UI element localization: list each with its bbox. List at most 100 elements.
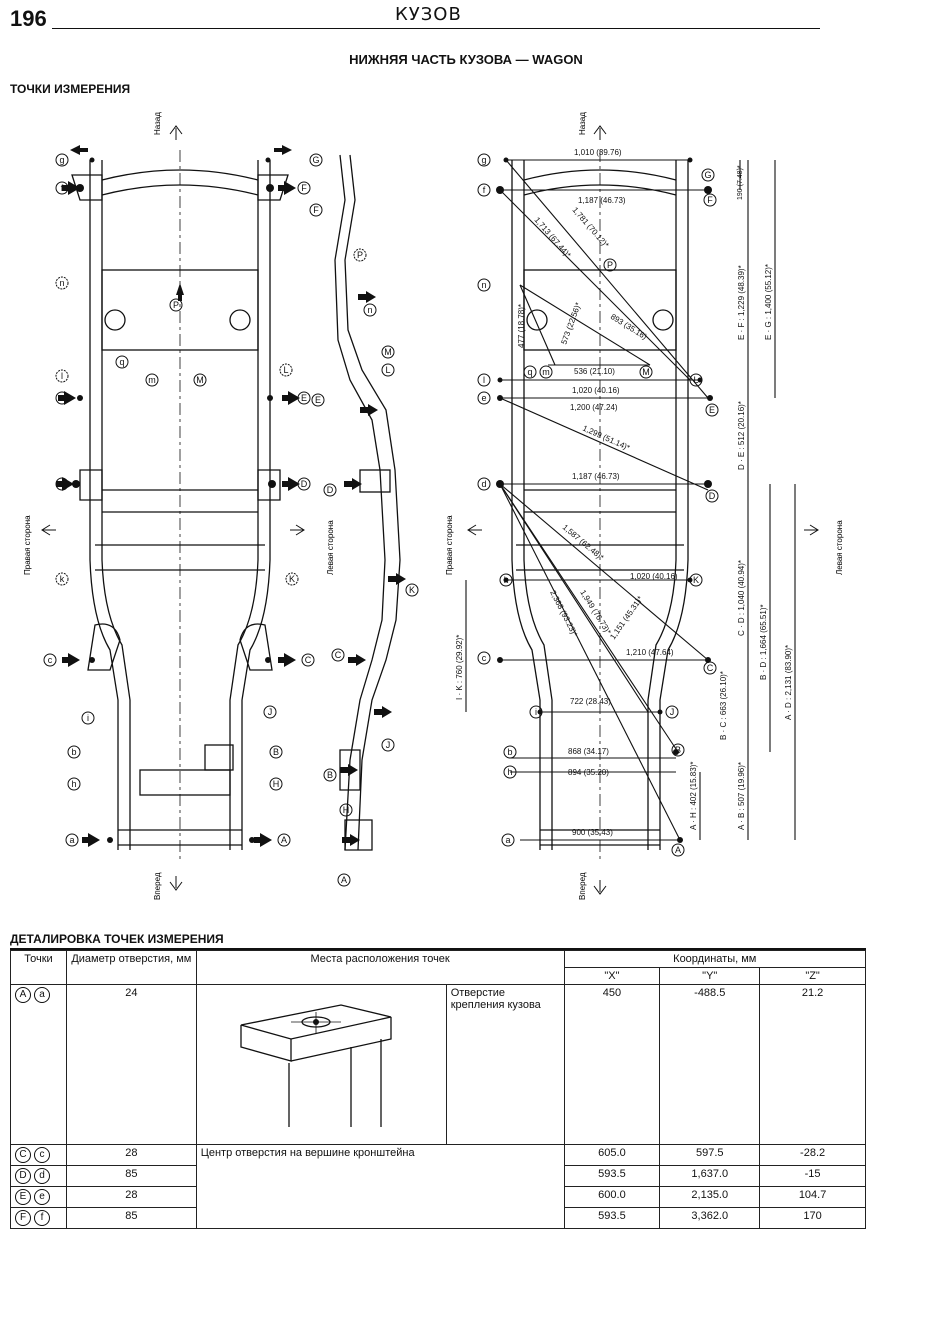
col-header-locations: Места расположения точек (195, 950, 565, 985)
svg-text:c: c (482, 653, 487, 663)
dim-label: D · E : 512 (20.16)* (737, 401, 746, 470)
point-badge: F (15, 1210, 31, 1226)
point-badge: c (34, 1147, 50, 1163)
frame-side-arrows (340, 291, 406, 846)
svg-text:P: P (607, 260, 613, 270)
y-cell: 1,637.0 (659, 1165, 761, 1187)
col-header-coordinates: Координаты, мм (563, 950, 867, 968)
y-cell: -488.5 (659, 984, 761, 1145)
dim-label: 1,010 (39.76) (574, 148, 622, 157)
svg-text:D: D (301, 479, 308, 489)
dim-label: 1,587 (62.48)* (561, 523, 606, 562)
dim-label: 894 (35.20) (568, 768, 609, 777)
svg-text:e: e (481, 393, 486, 403)
svg-text:f: f (483, 185, 486, 195)
svg-text:h: h (507, 767, 512, 777)
dim-label: A · B : 507 (19.96)* (737, 762, 746, 830)
dim-label: E · F : 1,229 (48.39)* (737, 265, 746, 340)
svg-text:J: J (386, 740, 391, 750)
svg-text:D: D (327, 485, 334, 495)
col-header-diameter: Диаметр отверстия, мм (65, 950, 197, 985)
z-cell: 104.7 (759, 1186, 866, 1208)
svg-text:g: g (59, 155, 64, 165)
frame-side-point-labels: G F P n M L E D K C J B H A (309, 153, 419, 887)
col-header-x: "X" (563, 967, 661, 985)
x-cell: 600.0 (563, 1186, 661, 1208)
point-badge: e (34, 1189, 50, 1205)
svg-text:K: K (409, 585, 415, 595)
svg-text:D: D (709, 491, 716, 501)
dim-label: 1,151 (45.31)* (608, 594, 644, 641)
svg-text:C: C (335, 650, 342, 660)
dim-label: 573 (22.56)* (559, 301, 583, 345)
frame-bottom-point-labels: g f n e d k c i b h a F E D K C J B H A … (43, 153, 315, 847)
point-badge: f (34, 1210, 50, 1226)
svg-text:m: m (148, 375, 156, 385)
dimension-points (496, 157, 713, 843)
dim-label: 1,020 (40.16) (572, 386, 620, 395)
diameter-cell: 85 (65, 1165, 197, 1187)
location-cell: Центр отверстия на вершине кронштейна (195, 1144, 565, 1229)
point-badge: D (15, 1168, 31, 1184)
y-cell: 597.5 (659, 1144, 761, 1166)
svg-text:G: G (312, 155, 319, 165)
svg-text:F: F (707, 195, 713, 205)
svg-text:K: K (289, 574, 295, 584)
measurement-points-title: ТОЧКИ ИЗМЕРЕНИЯ (10, 82, 131, 96)
dim-label: 1,187 (46.73) (578, 196, 626, 205)
z-cell: -28.2 (759, 1144, 866, 1166)
svg-text:H: H (273, 779, 280, 789)
svg-text:E: E (709, 405, 715, 415)
x-cell: 605.0 (563, 1144, 661, 1166)
point-badge: A (15, 987, 31, 1003)
table-title: ДЕТАЛИРОВКА ТОЧЕК ИЗМЕРЕНИЯ (10, 932, 224, 946)
point-badge: a (34, 987, 50, 1003)
dim-label: B · C : 663 (26.10)* (719, 671, 728, 740)
svg-text:G: G (704, 170, 711, 180)
svg-text:q: q (119, 357, 124, 367)
dim-label: 1,200 (47.24) (570, 403, 618, 412)
svg-text:n: n (481, 280, 486, 290)
svg-text:A: A (341, 875, 347, 885)
svg-text:M: M (384, 347, 392, 357)
dim-label: 1,299 (51.14)* (581, 424, 631, 453)
diameter-cell: 28 (65, 1144, 197, 1166)
svg-text:n: n (59, 278, 64, 288)
svg-text:a: a (505, 835, 510, 845)
x-cell: 593.5 (563, 1165, 661, 1187)
dim-label: 868 (34.17) (568, 747, 609, 756)
svg-text:H: H (343, 805, 350, 815)
dim-label: 536 (21.10) (574, 367, 615, 376)
svg-text:J: J (268, 707, 273, 717)
diameter-cell: 85 (65, 1207, 197, 1229)
location-cell: Отверстие крепления кузова (445, 984, 565, 1145)
svg-text:b: b (71, 747, 76, 757)
measurement-points-table: Точки Диаметр отверстия, мм Места распол… (10, 950, 867, 1229)
svg-text:M: M (196, 375, 204, 385)
svg-text:n: n (367, 305, 372, 315)
table-title-rule (10, 948, 866, 950)
svg-text:c: c (48, 655, 53, 665)
right-view-directions (467, 125, 819, 895)
col-header-z: "Z" (759, 967, 866, 985)
svg-text:k: k (504, 575, 509, 585)
dim-label: 722 (28.43) (570, 697, 611, 706)
svg-text:e: e (59, 393, 64, 403)
dim-label: I · K : 760 (29.92)* (455, 635, 464, 700)
frame-side-view (334, 154, 401, 851)
svg-text:C: C (707, 663, 714, 673)
frame-bottom-points (72, 157, 276, 843)
point-badge: E (15, 1189, 31, 1205)
dim-label: 477 (18.78)* (517, 304, 526, 348)
col-header-y: "Y" (659, 967, 761, 985)
z-cell: 21.2 (759, 984, 866, 1145)
dim-label: 1,210 (47.64) (626, 648, 674, 657)
dim-label: A · D : 2,131 (83.90)* (784, 645, 793, 720)
dim-label: E · G : 1,400 (55.12)* (764, 264, 773, 340)
y-cell: 3,362.0 (659, 1207, 761, 1229)
front-label-left: Вперед (153, 872, 162, 900)
left-view-directions (41, 125, 305, 891)
